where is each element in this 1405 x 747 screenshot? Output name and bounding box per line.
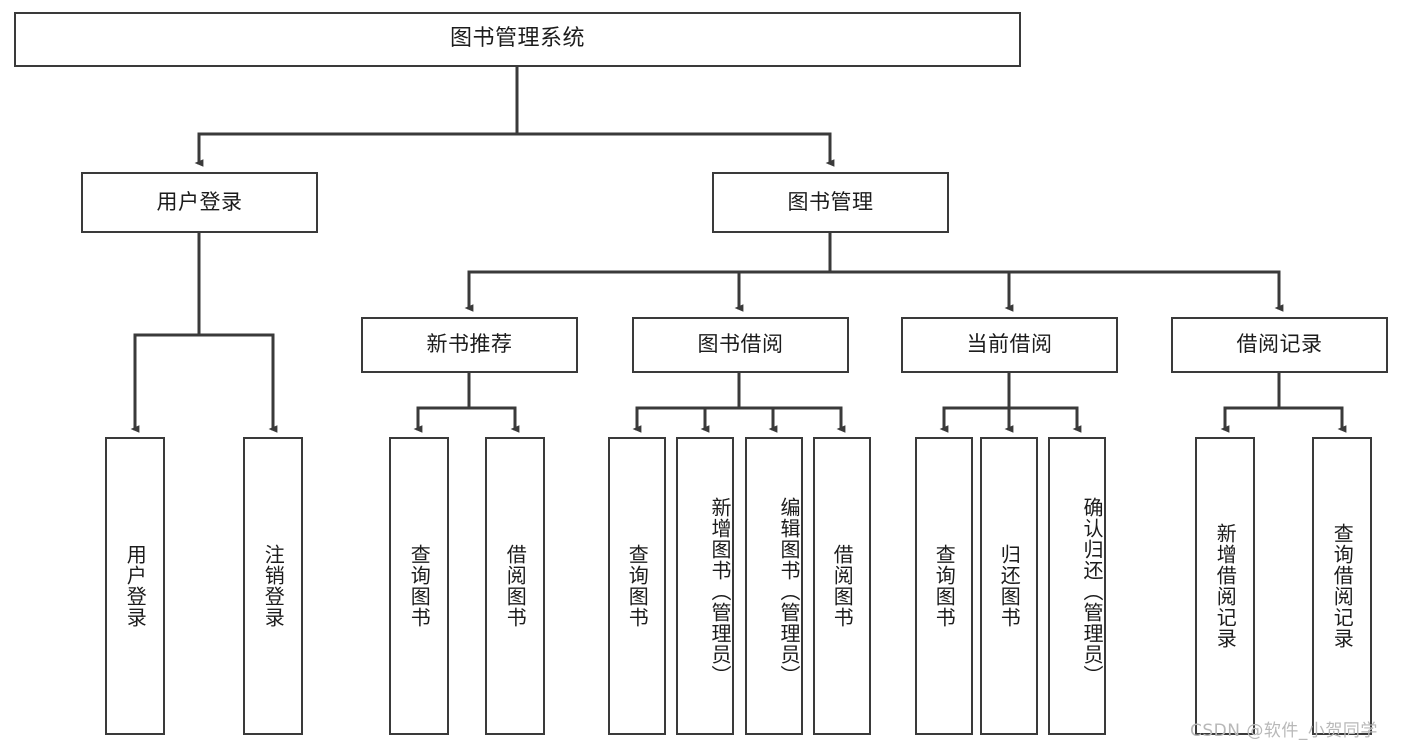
node-root[interactable]: 图书管理系统 (14, 12, 1021, 67)
node-borrow-record[interactable]: 借阅记录 (1171, 317, 1388, 373)
leaf-current-borrow-confirm-return[interactable]: 确认归还（管理员） (1048, 437, 1106, 735)
leaf-book-borrow-borrow[interactable]: 借阅图书 (813, 437, 871, 735)
node-book-management[interactable]: 图书管理 (712, 172, 949, 233)
node-current-borrow[interactable]: 当前借阅 (901, 317, 1118, 373)
leaf-user-login-login[interactable]: 用户登录 (105, 437, 165, 735)
leaf-borrow-record-add[interactable]: 新增借阅记录 (1195, 437, 1255, 735)
leaf-current-borrow-query[interactable]: 查询图书 (915, 437, 973, 735)
node-user-login[interactable]: 用户登录 (81, 172, 318, 233)
leaf-new-book-borrow[interactable]: 借阅图书 (485, 437, 545, 735)
leaf-book-borrow-query[interactable]: 查询图书 (608, 437, 666, 735)
leaf-book-borrow-edit[interactable]: 编辑图书（管理员） (745, 437, 803, 735)
leaf-new-book-query[interactable]: 查询图书 (389, 437, 449, 735)
leaf-book-borrow-add[interactable]: 新增图书（管理员） (676, 437, 734, 735)
csdn-watermark: CSDN @软件_小贺同学 (1190, 721, 1378, 741)
node-new-book-recommend[interactable]: 新书推荐 (361, 317, 578, 373)
leaf-current-borrow-return[interactable]: 归还图书 (980, 437, 1038, 735)
node-book-borrow[interactable]: 图书借阅 (632, 317, 849, 373)
leaf-user-login-logout[interactable]: 注销登录 (243, 437, 303, 735)
leaf-borrow-record-query[interactable]: 查询借阅记录 (1312, 437, 1372, 735)
